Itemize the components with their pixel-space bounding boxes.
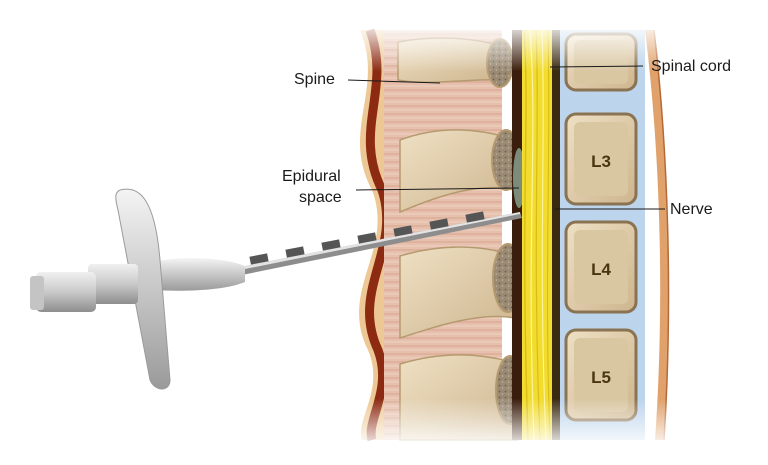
leader-spinal-cord <box>549 65 644 68</box>
label-epidural-line2: space <box>299 189 342 206</box>
leader-spine <box>347 79 441 84</box>
label-nerve: Nerve <box>670 201 713 218</box>
label-spinal-cord: Spinal cord <box>651 58 732 75</box>
epidural-needle-icon <box>30 188 522 390</box>
leader-lines <box>347 65 665 210</box>
label-epidural-line1: Epidural <box>282 168 341 185</box>
label-spine: Spine <box>294 71 335 88</box>
leader-epidural-space <box>355 187 520 191</box>
